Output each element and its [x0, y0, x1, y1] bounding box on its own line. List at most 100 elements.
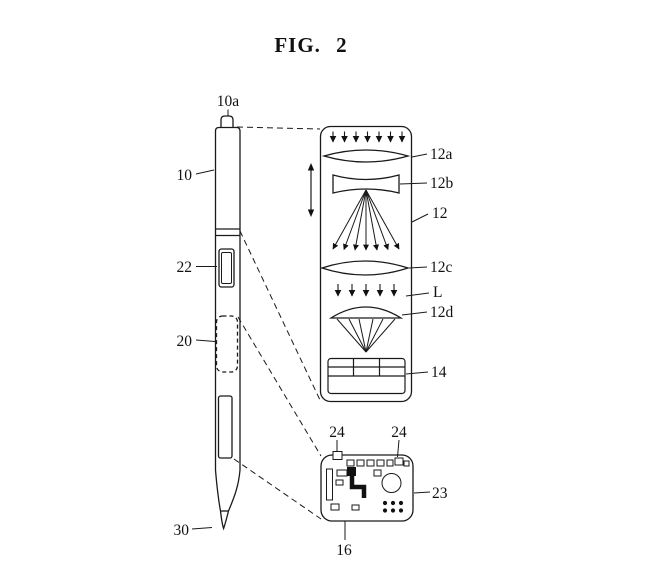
label-10a: 10a	[217, 93, 240, 110]
leader-line-30	[191, 527, 213, 530]
leader-line-12c	[408, 266, 428, 269]
component-dot	[382, 508, 388, 513]
pen-cap	[220, 115, 234, 127]
pen-labels: 10a 10 22 20 30	[174, 93, 240, 539]
component-bar	[326, 468, 333, 501]
leader-line-12d	[401, 311, 428, 316]
optical-labels: 12a 12b 12 12c L 12d 14	[399, 146, 454, 381]
light-ray	[365, 318, 396, 353]
component-pad	[351, 504, 360, 511]
lens-12b	[332, 174, 400, 194]
lens-12c	[319, 260, 411, 276]
pen-button	[218, 248, 235, 288]
light-ray	[365, 318, 384, 353]
component-dot	[398, 508, 404, 513]
label-12a: 12a	[430, 146, 453, 163]
travel-arrow-head-up	[307, 163, 315, 171]
circuit-board-23	[320, 454, 414, 522]
light-ray	[332, 189, 367, 250]
label-22: 22	[177, 259, 193, 276]
component-pad	[376, 459, 385, 467]
incoming-light-arrows	[329, 131, 406, 143]
component-pad	[386, 459, 394, 467]
lens-12d	[328, 306, 404, 319]
component-pad	[373, 469, 382, 477]
leader-line-10	[195, 169, 215, 175]
converging-arrows	[334, 284, 398, 297]
component-chip	[347, 467, 356, 476]
optical-assembly-drawing	[307, 125, 413, 403]
board-components	[326, 451, 410, 513]
component-dot	[390, 500, 396, 506]
label-12c: 12c	[430, 259, 453, 276]
light-ray	[348, 318, 367, 353]
pen-taper-right	[227, 469, 241, 512]
light-ray	[353, 189, 367, 251]
component-pad	[330, 503, 340, 511]
component-pad-24-right	[394, 457, 404, 466]
component-circle	[381, 473, 402, 493]
label-24-left: 24	[329, 424, 345, 441]
focus-travel-arrow	[307, 163, 315, 217]
leader-line-14	[405, 371, 429, 375]
leader-line-12b	[399, 182, 428, 185]
leader-line-24-right	[397, 439, 400, 458]
lens-12a	[321, 149, 411, 163]
projection-line-board-top	[237, 316, 322, 457]
component-pad	[346, 459, 355, 467]
optical-housing	[319, 125, 413, 403]
component-dot	[398, 500, 404, 506]
component-pad	[356, 459, 365, 467]
leader-line-L	[405, 292, 430, 297]
light-ray	[365, 189, 400, 250]
label-14: 14	[431, 364, 447, 381]
light-ray	[358, 318, 367, 353]
component-dot	[390, 508, 396, 513]
label-12b: 12b	[430, 175, 454, 192]
projection-line-top	[236, 126, 321, 130]
label-12: 12	[432, 205, 448, 222]
pen-button-inner	[221, 252, 232, 284]
light-ray	[365, 189, 379, 251]
component-pad	[336, 469, 348, 477]
figure-title: FIG. 2	[274, 33, 347, 57]
component-dot	[382, 500, 388, 506]
projection-line-mid	[239, 230, 321, 401]
label-12d: 12d	[430, 304, 454, 321]
light-ray	[336, 318, 367, 353]
component-pad	[366, 459, 375, 467]
circuit-trace	[349, 476, 367, 498]
pen-body	[214, 126, 241, 470]
component-pad	[335, 479, 344, 486]
component-pad	[403, 460, 410, 467]
component-pad-24-left	[332, 451, 343, 460]
light-ray	[365, 189, 389, 251]
board-labels: 24 24 23 16	[329, 424, 448, 559]
pen-dashed-region	[215, 315, 239, 373]
leader-line-23	[413, 491, 431, 494]
light-ray	[343, 189, 367, 251]
projection-line-board-bottom	[233, 458, 322, 520]
pen-taper-left	[214, 469, 222, 512]
light-ray	[365, 318, 374, 353]
image-sensor-14	[327, 357, 406, 395]
focusing-cone	[336, 318, 396, 353]
projection-lines	[233, 126, 322, 520]
leader-line-20	[195, 339, 216, 342]
pen-nib	[219, 510, 230, 531]
label-30: 30	[174, 522, 190, 539]
travel-arrow-head-down	[307, 209, 315, 217]
pen-lower-module	[217, 395, 233, 459]
leader-line-12a	[411, 153, 428, 158]
leader-line-12	[411, 213, 429, 223]
label-20: 20	[177, 333, 193, 350]
label-L: L	[433, 284, 442, 301]
label-16: 16	[336, 542, 352, 559]
label-24-right: 24	[391, 424, 407, 441]
stylus-pen-drawing	[214, 115, 241, 531]
label-10: 10	[177, 167, 193, 184]
diverging-rays	[332, 189, 400, 251]
label-23: 23	[432, 485, 448, 502]
